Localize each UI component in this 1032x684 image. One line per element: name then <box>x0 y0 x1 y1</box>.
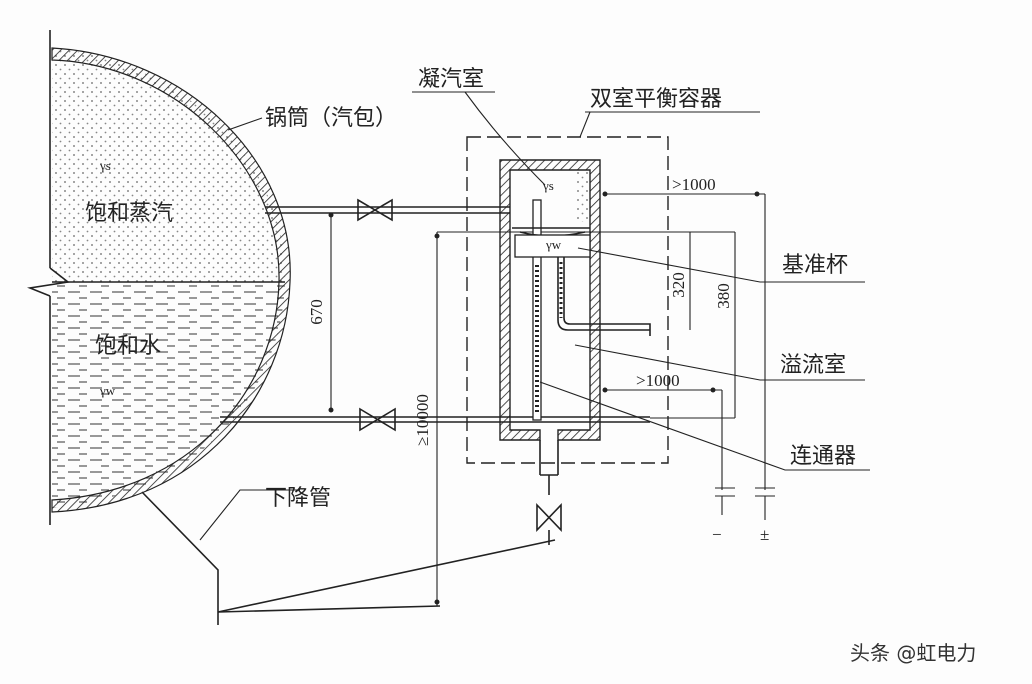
svg-text:320: 320 <box>669 272 688 298</box>
downcomer <box>141 489 556 625</box>
dimension-1000-top: >1000 <box>602 175 766 490</box>
dimension-320: 320 <box>669 232 691 330</box>
svg-text:≥10000: ≥10000 <box>413 394 432 446</box>
reference-cup <box>514 234 591 258</box>
watermark: 头条 @虹电力 <box>850 641 976 665</box>
svg-text:连通器: 连通器 <box>790 444 856 469</box>
balance-vessel-boundary <box>466 136 669 464</box>
svg-text:670: 670 <box>307 299 326 325</box>
svg-text:下降管: 下降管 <box>265 486 331 511</box>
svg-text:−: − <box>712 525 722 544</box>
svg-text:双室平衡容器: 双室平衡容器 <box>590 87 722 112</box>
svg-text:饱和水: 饱和水 <box>95 334 161 359</box>
vessel-chamber: γs γw <box>499 159 651 545</box>
dimension-10000: ≥10000 <box>413 231 735 606</box>
dimension-670: 670 <box>307 212 334 413</box>
svg-text:锅筒（汽包）: 锅筒（汽包） <box>265 106 397 131</box>
svg-text:γw: γw <box>545 237 562 252</box>
drain-valve-icon <box>536 503 562 532</box>
svg-text:饱和蒸汽: 饱和蒸汽 <box>85 201 173 226</box>
svg-text:>1000: >1000 <box>672 175 716 194</box>
terminals: − ± <box>712 487 775 544</box>
dimension-1000-bottom: >1000 <box>602 371 723 490</box>
steam-valve-icon <box>357 198 393 222</box>
water-pipe <box>220 407 650 432</box>
svg-text:基准杯: 基准杯 <box>782 253 848 278</box>
svg-text:380: 380 <box>714 283 733 309</box>
dimension-380: 380 <box>650 232 736 419</box>
svg-text:溢流室: 溢流室 <box>780 353 846 378</box>
water-valve-icon <box>359 407 396 432</box>
svg-text:>1000: >1000 <box>636 371 680 390</box>
labels: 锅筒（汽包） 凝汽室 双室平衡容器 基准杯 溢流室 连通器 下降管 饱和蒸汽 饱… <box>85 67 870 511</box>
svg-text:γs: γs <box>99 158 111 173</box>
drum <box>27 30 291 525</box>
svg-text:γw: γw <box>99 383 116 398</box>
svg-text:±: ± <box>760 525 769 544</box>
steam-pipe <box>265 198 510 222</box>
svg-text:凝汽室: 凝汽室 <box>418 67 484 92</box>
svg-text:γs: γs <box>542 178 554 193</box>
